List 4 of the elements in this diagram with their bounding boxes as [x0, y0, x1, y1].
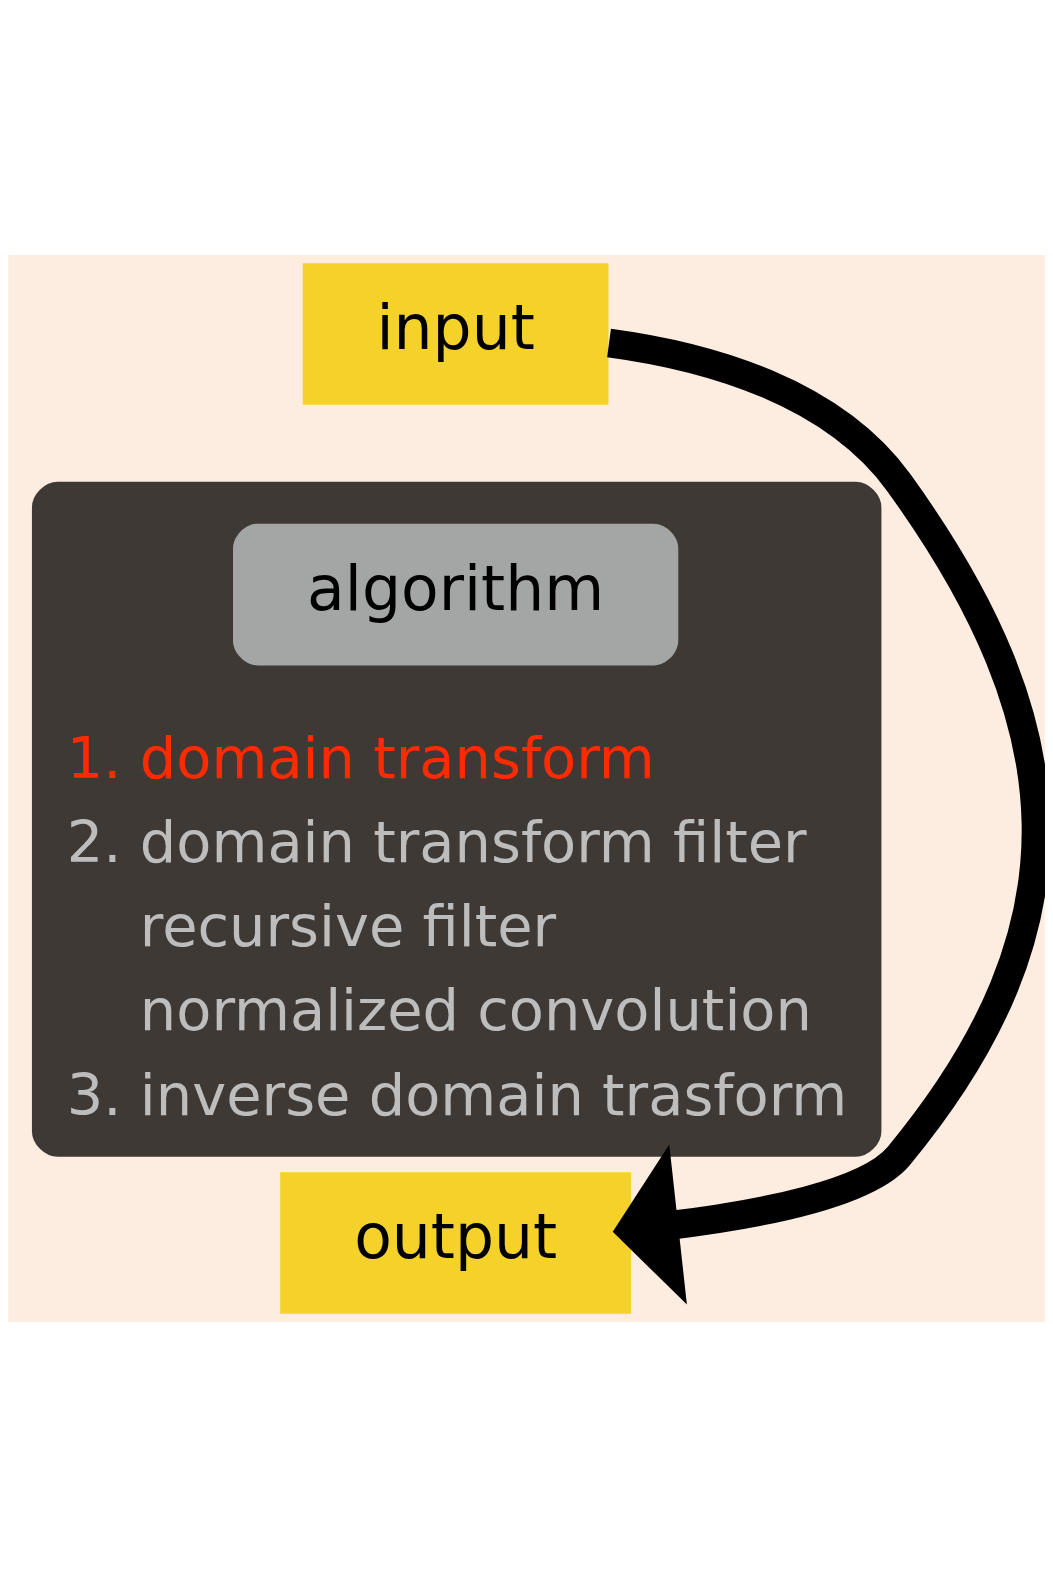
- node-box: algorithm: [233, 523, 679, 665]
- node-box: input: [302, 262, 609, 405]
- node-box: output: [280, 1171, 632, 1314]
- arrow: [606, 328, 1045, 1305]
